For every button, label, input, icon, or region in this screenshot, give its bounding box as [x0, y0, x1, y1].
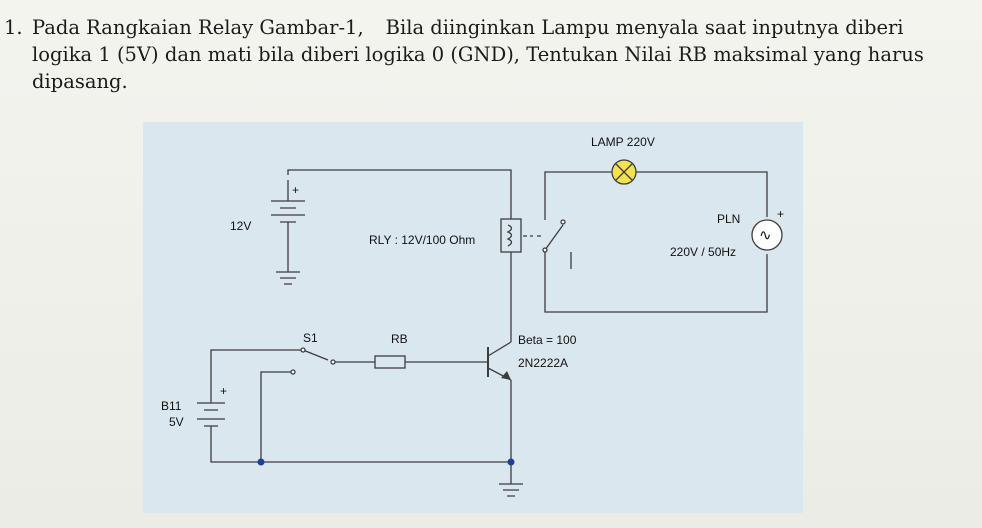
resistor-rb-body [374, 355, 406, 369]
wire-ac-left-top [544, 171, 613, 220]
ac-plus: + [777, 207, 784, 221]
battery-12v-plates [271, 200, 305, 223]
wire-ac-bottom [544, 250, 768, 313]
question-text: 1. Pada Rangkaian Relay Gambar-1, Bila di… [4, 14, 964, 95]
battery-5v-plus: + [220, 384, 227, 398]
question-body: Pada Rangkaian Relay Gambar-1, Bila diing… [32, 14, 964, 95]
wire-ac-right-top [635, 171, 768, 217]
lamp-cross [615, 163, 633, 181]
ground-12v [276, 271, 300, 285]
junction-dot [257, 458, 265, 466]
question-line1-tail: Bila diinginkan Lampu menyala saat input… [385, 16, 904, 39]
battery-5v-plates [197, 402, 225, 427]
question-line3: dipasang. [32, 70, 128, 93]
junction-dot [507, 458, 515, 466]
relay-coil-winding [506, 224, 513, 247]
relay-coil-box [500, 218, 522, 253]
wire-switch-low [260, 371, 293, 462]
transistor-emitter-arrow [501, 371, 511, 380]
relay-contact-arm [544, 224, 564, 251]
transistor-label: 2N2222A [518, 356, 568, 370]
relay-label: RLY : 12V/100 Ohm [369, 233, 475, 247]
battery-12v-label: 12V [230, 219, 251, 233]
pln-label: PLN [717, 212, 740, 226]
battery-5v-value: 5V [169, 415, 184, 429]
switch-label: S1 [303, 331, 318, 345]
beta-label: Beta = 100 [518, 333, 577, 347]
resistor-label: RB [391, 332, 408, 346]
circuit-diagram: LAMP 220V PLN 220V / 50Hz 12V RLY : 12V/… [143, 122, 803, 513]
wire-12v-top [287, 169, 512, 219]
wire-bottom-rail [210, 434, 511, 463]
wire-5v-top [210, 349, 303, 394]
battery-5v-name: B11 [161, 399, 182, 413]
ac-source-circle [751, 219, 783, 251]
switch-s1-arm [302, 349, 329, 361]
ac-wave-icon: ∿ [759, 227, 772, 244]
ac-label: 220V / 50Hz [670, 245, 736, 259]
lamp-label: LAMP 220V [591, 135, 655, 149]
ground-main [499, 483, 523, 497]
battery-12v-plus: + [292, 183, 299, 197]
question-line2: logika 1 (5V) dan mati bila diberi logik… [32, 43, 924, 66]
question-line1-head: Pada Rangkaian Relay Gambar-1, [32, 16, 364, 39]
question-number: 1. [4, 16, 23, 39]
